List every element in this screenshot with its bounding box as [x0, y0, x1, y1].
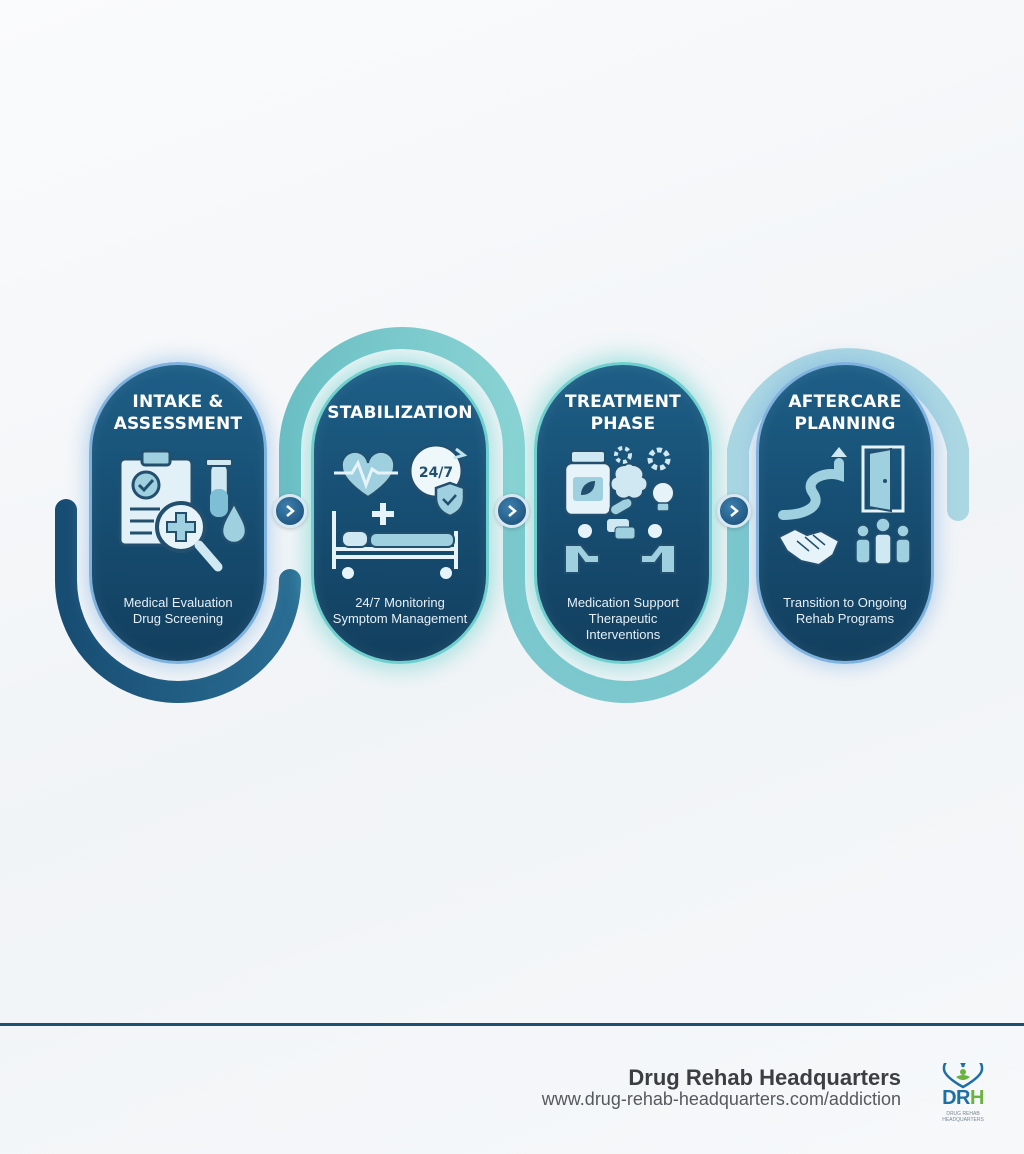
- footer-url[interactable]: www.drug-rehab-headquarters.com/addictio…: [541, 1089, 901, 1109]
- stage-card-stabilization: STABILIZATION 24/7 24/7 Monitor: [311, 362, 489, 664]
- logo-tagline: DRUG REHAB HEADQUARTERS: [942, 1111, 984, 1123]
- stage-card-intake: INTAKE & ASSESSMENT Medical Evaluation D…: [89, 362, 267, 664]
- shield-check-icon: [434, 481, 466, 518]
- stage-title: INTAKE & ASSESSMENT: [113, 392, 243, 434]
- connector-arrow-2: [495, 494, 529, 528]
- path-band-stabilization: [279, 327, 525, 505]
- stage-icon-group: [777, 445, 911, 567]
- chevron-right-icon: [286, 505, 295, 517]
- footer-divider: [0, 1023, 1024, 1026]
- therapy-session-icon: [564, 519, 676, 574]
- logo-text: DRH: [942, 1087, 984, 1109]
- medicine-bottle-icon: [563, 450, 613, 517]
- path-band-intake: [55, 499, 301, 703]
- stage-card-treatment: TREATMENT PHASE Medication Sup: [534, 362, 712, 664]
- stage-title: STABILIZATION: [327, 403, 473, 423]
- stage-card-aftercare: AFTERCARE PLANNING Transition to Ongoing…: [756, 362, 934, 664]
- open-door-icon: [861, 445, 905, 513]
- heart-people-logo-icon: [942, 1057, 984, 1089]
- group-people-icon: [855, 517, 911, 565]
- test-tube-icon: [205, 458, 233, 519]
- connector-arrow-1: [273, 494, 307, 528]
- handshake-icon: [777, 527, 841, 567]
- clock-24-7-label: 24/7: [419, 465, 453, 481]
- blood-drop-icon: [220, 500, 248, 545]
- magnifier-medical-cross-icon: [155, 501, 223, 572]
- pill-icon: [609, 496, 634, 517]
- plus-icon: [372, 503, 394, 525]
- stage-icon-group: [563, 446, 676, 574]
- path-band-treatment: [503, 520, 749, 703]
- hospital-bed-icon: [332, 511, 458, 579]
- connector-arrow-3: [717, 494, 751, 528]
- path-band-aftercare: [727, 348, 969, 521]
- heartbeat-icon: [334, 450, 398, 499]
- stage-description: 24/7 Monitoring Symptom Management: [332, 595, 468, 626]
- chevron-right-icon: [730, 505, 739, 517]
- stage-description: Medication Support Therapeutic Intervent…: [566, 595, 679, 642]
- chevron-right-icon: [508, 505, 517, 517]
- stage-title: AFTERCARE PLANNING: [788, 392, 902, 434]
- stage-description: Transition to Ongoing Rehab Programs: [783, 595, 907, 626]
- brand-logo: DRH DRUG REHAB HEADQUARTERS: [936, 1057, 990, 1123]
- stage-description: Medical Evaluation Drug Screening: [123, 595, 233, 626]
- lightbulb-icon: [651, 481, 675, 512]
- stage-icon-group: [118, 449, 248, 572]
- stage-icon-group: 24/7: [332, 445, 468, 579]
- brain-gears-icon: [609, 446, 671, 500]
- winding-path-arrow-icon: [778, 447, 847, 520]
- stage-title: TREATMENT PHASE: [565, 392, 681, 434]
- footer-brand-name: Drug Rehab Headquarters: [628, 1065, 901, 1090]
